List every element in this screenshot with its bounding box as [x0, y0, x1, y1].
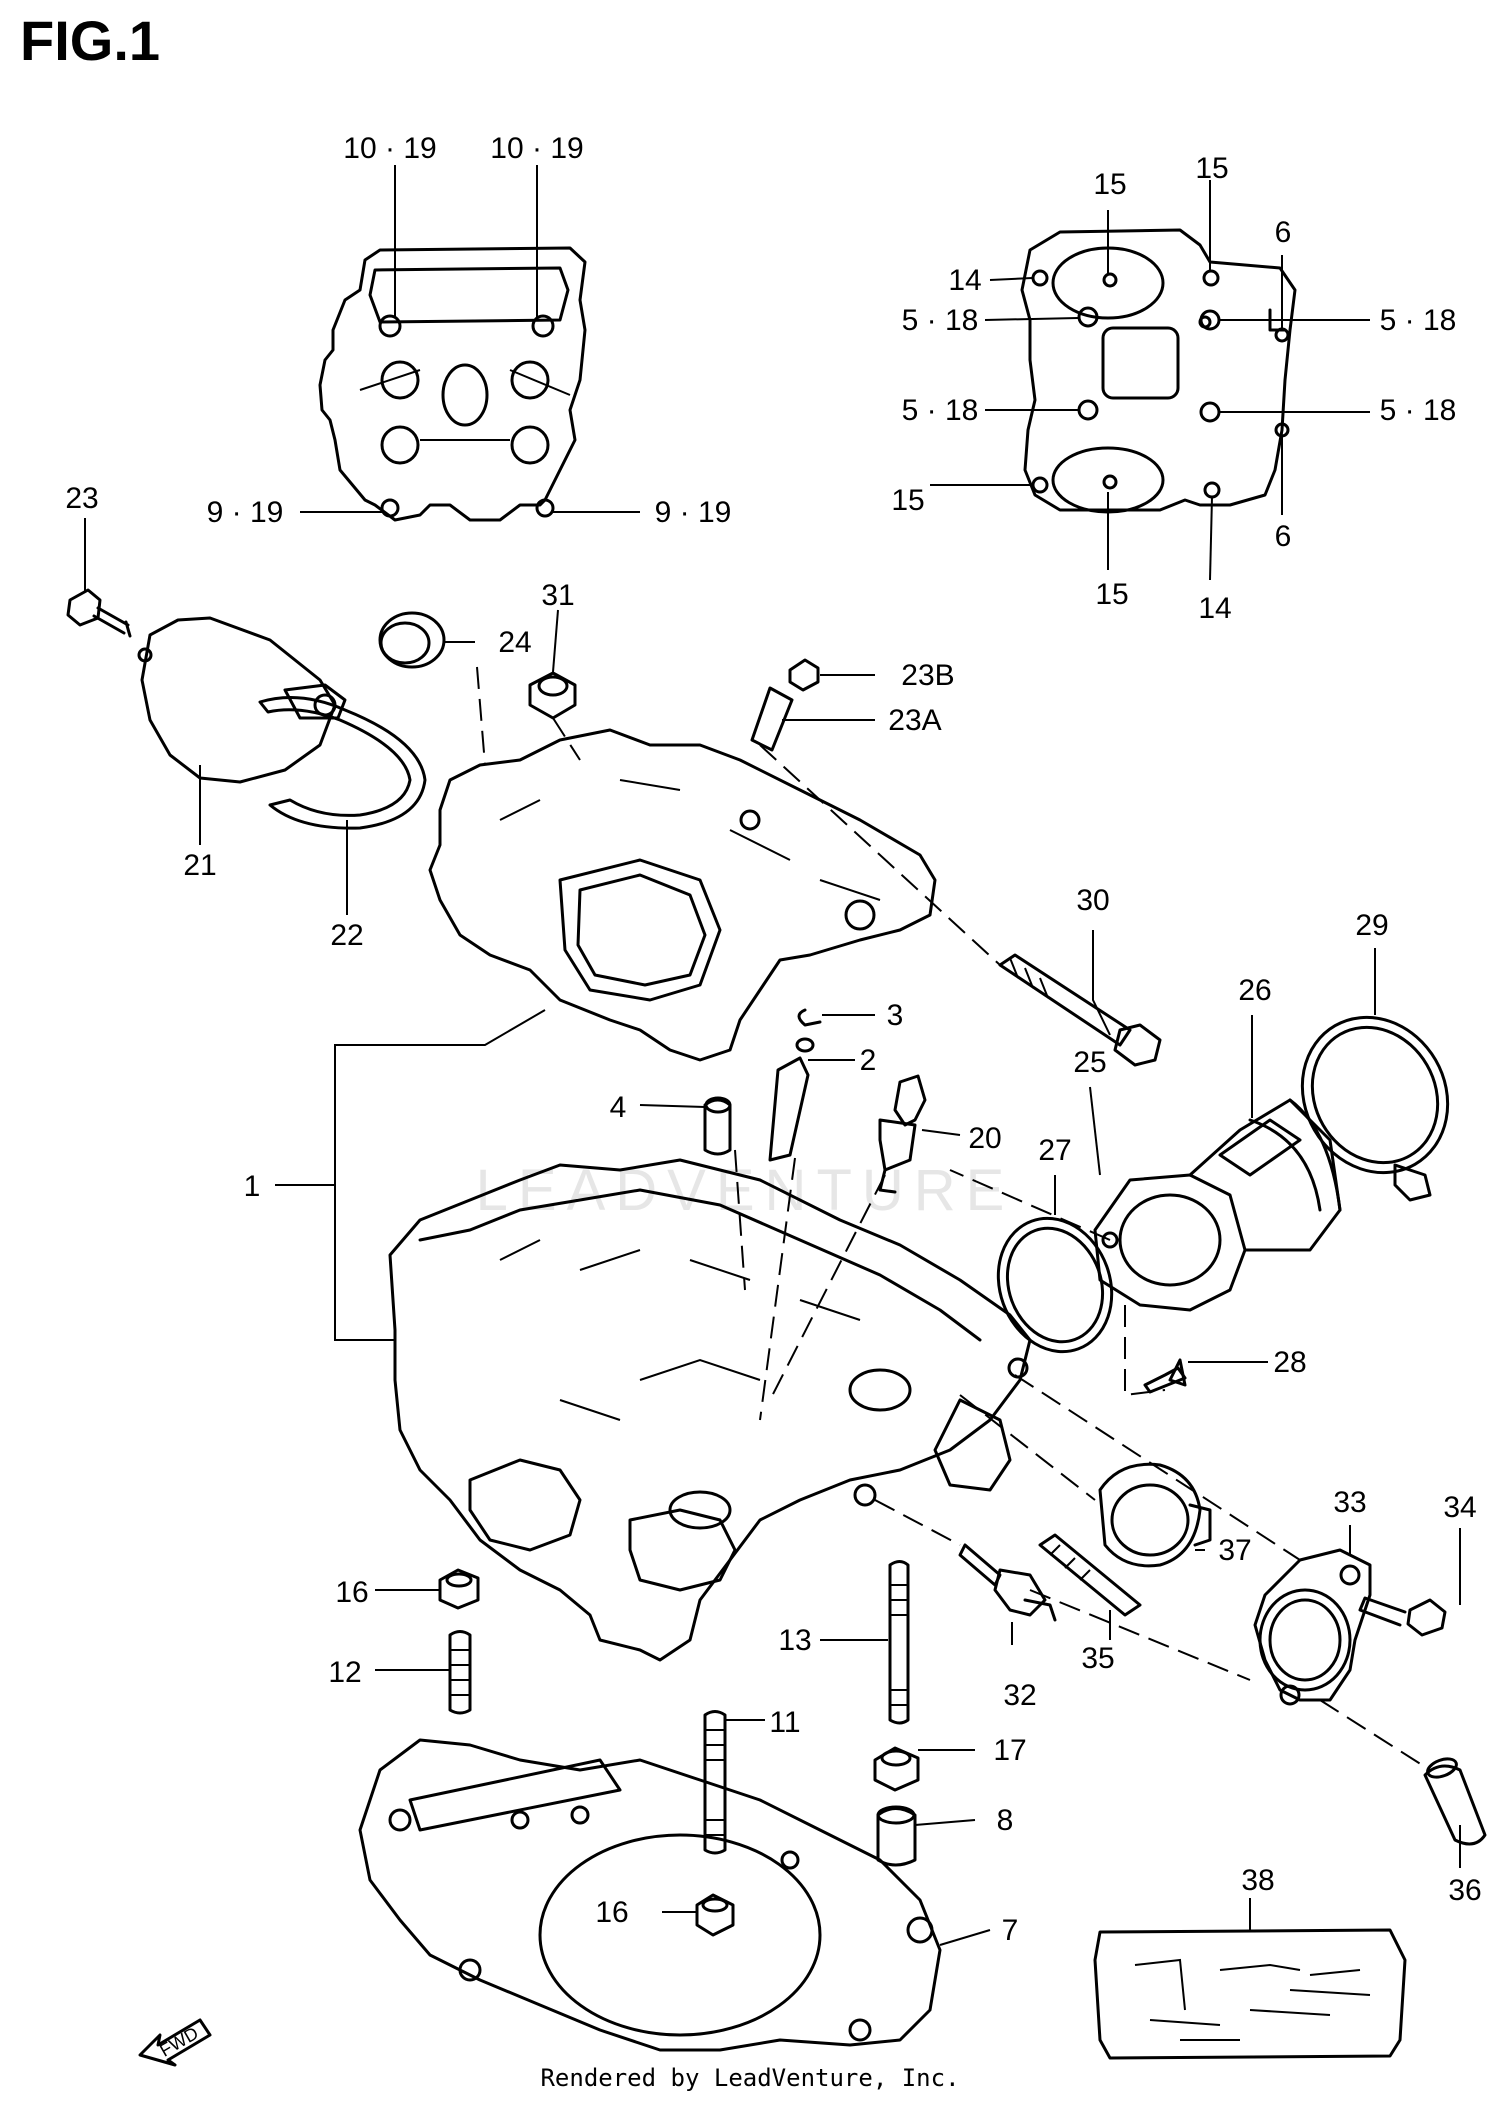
- nut-17: [873, 1746, 920, 1792]
- callout-6-top: 6: [1275, 216, 1292, 249]
- callout-30: 30: [1076, 884, 1109, 917]
- callout-38: 38: [1241, 1864, 1274, 1897]
- screw-28: [1143, 1358, 1187, 1394]
- thermostat-37: [1098, 1462, 1212, 1568]
- gasket-kit-38: [1093, 1928, 1407, 2060]
- callout-9-19-right: 9 · 19: [655, 496, 732, 529]
- callout-35: 35: [1081, 1642, 1114, 1675]
- callout-20: 20: [968, 1122, 1001, 1155]
- callout-23B: 23B: [901, 659, 954, 692]
- water-outlet-33: [1253, 1548, 1372, 1706]
- callout-25: 25: [1073, 1046, 1106, 1079]
- bolt-23: [66, 588, 132, 638]
- clamp-26: [1218, 1098, 1342, 1212]
- callout-15-top-right: 15: [1195, 152, 1228, 185]
- callout-16-lower: 16: [595, 1896, 628, 1929]
- callout-15-top-left: 15: [1093, 168, 1126, 201]
- nut-31: [528, 671, 577, 720]
- callout-27: 27: [1038, 1134, 1071, 1167]
- callout-15-bottom: 15: [1095, 578, 1128, 611]
- head-top-view: [318, 246, 587, 522]
- sensor-32: [958, 1543, 1057, 1622]
- valve-guide-2: [768, 1037, 815, 1162]
- bolt-23B-23A: [750, 658, 820, 752]
- callout-6-bottom: 6: [1275, 520, 1292, 553]
- callout-10-19-left: 10 · 19: [343, 132, 436, 165]
- callout-21: 21: [183, 849, 216, 882]
- callout-14-top: 14: [948, 264, 981, 297]
- leader-1: [275, 1009, 546, 1341]
- callout-23: 23: [65, 482, 98, 515]
- callout-36: 36: [1448, 1874, 1481, 1907]
- clip-3: [797, 1008, 822, 1027]
- callout-24: 24: [498, 626, 531, 659]
- gasket-22: [258, 696, 427, 830]
- fwd-arrow: FWD: [138, 2018, 212, 2067]
- callout-33: 33: [1333, 1486, 1366, 1519]
- o-ring-27: [996, 1216, 1114, 1354]
- callout-5-18-left-bottom: 5 · 18: [902, 394, 979, 427]
- callout-2: 2: [860, 1044, 877, 1077]
- head-gasket-7: [358, 1738, 942, 2052]
- callout-13: 13: [778, 1624, 811, 1657]
- callout-5-18-right-bottom: 5 · 18: [1380, 394, 1457, 427]
- callout-3: 3: [887, 999, 904, 1032]
- dowel-8: [876, 1805, 917, 1867]
- stud-11: [703, 1710, 727, 1855]
- plug-24: [378, 611, 446, 669]
- callout-5-18-left-top: 5 · 18: [902, 304, 979, 337]
- callout-4: 4: [610, 1091, 627, 1124]
- callout-9-19-left: 9 · 19: [207, 496, 284, 529]
- leader-lines: [84, 165, 1461, 1946]
- stud-35: [1038, 1533, 1142, 1617]
- callout-16-upper: 16: [335, 1576, 368, 1609]
- callout-31: 31: [541, 579, 574, 612]
- callout-8: 8: [997, 1804, 1014, 1837]
- callout-28: 28: [1273, 1346, 1306, 1379]
- head-bottom-view: [1020, 228, 1297, 514]
- callout-labels: 10 · 19 10 · 19 9 · 19 9 · 19 15 15 15 1…: [65, 132, 1481, 1947]
- callout-37: 37: [1218, 1534, 1251, 1567]
- callout-5-18-right-top: 5 · 18: [1380, 304, 1457, 337]
- callout-1: 1: [244, 1170, 261, 1203]
- callout-34: 34: [1443, 1491, 1476, 1524]
- bolt-30: [998, 953, 1162, 1067]
- dowel-36: [1423, 1757, 1487, 1846]
- cylinder-head-lower: [388, 1158, 1032, 1662]
- callout-17: 17: [993, 1734, 1026, 1767]
- callout-32: 32: [1003, 1679, 1036, 1712]
- dowel-4: [703, 1096, 732, 1156]
- callout-11: 11: [769, 1706, 800, 1739]
- callout-12: 12: [328, 1656, 361, 1689]
- callout-10-19-right: 10 · 19: [490, 132, 583, 165]
- nut-16-b: [695, 1893, 735, 1937]
- callout-7: 7: [1002, 1914, 1019, 1947]
- callout-22: 22: [330, 919, 363, 952]
- clamp-29: [1300, 1015, 1450, 1202]
- callout-26: 26: [1238, 974, 1271, 1007]
- callout-23A: 23A: [888, 704, 941, 737]
- nut-16-a: [438, 1568, 480, 1610]
- bolt-34: [1358, 1596, 1447, 1637]
- callout-14-bottom: 14: [1198, 592, 1231, 625]
- cylinder-head-upper: [428, 728, 937, 1062]
- footer-credit: Rendered by LeadVenture, Inc.: [540, 2064, 960, 2092]
- callout-29: 29: [1355, 909, 1388, 942]
- callout-15-left: 15: [891, 484, 924, 517]
- stud-12: [448, 1630, 472, 1715]
- stud-13: [888, 1560, 910, 1725]
- figure-title: FIG.1: [20, 9, 161, 72]
- intake-pipe-25: [1093, 1098, 1342, 1312]
